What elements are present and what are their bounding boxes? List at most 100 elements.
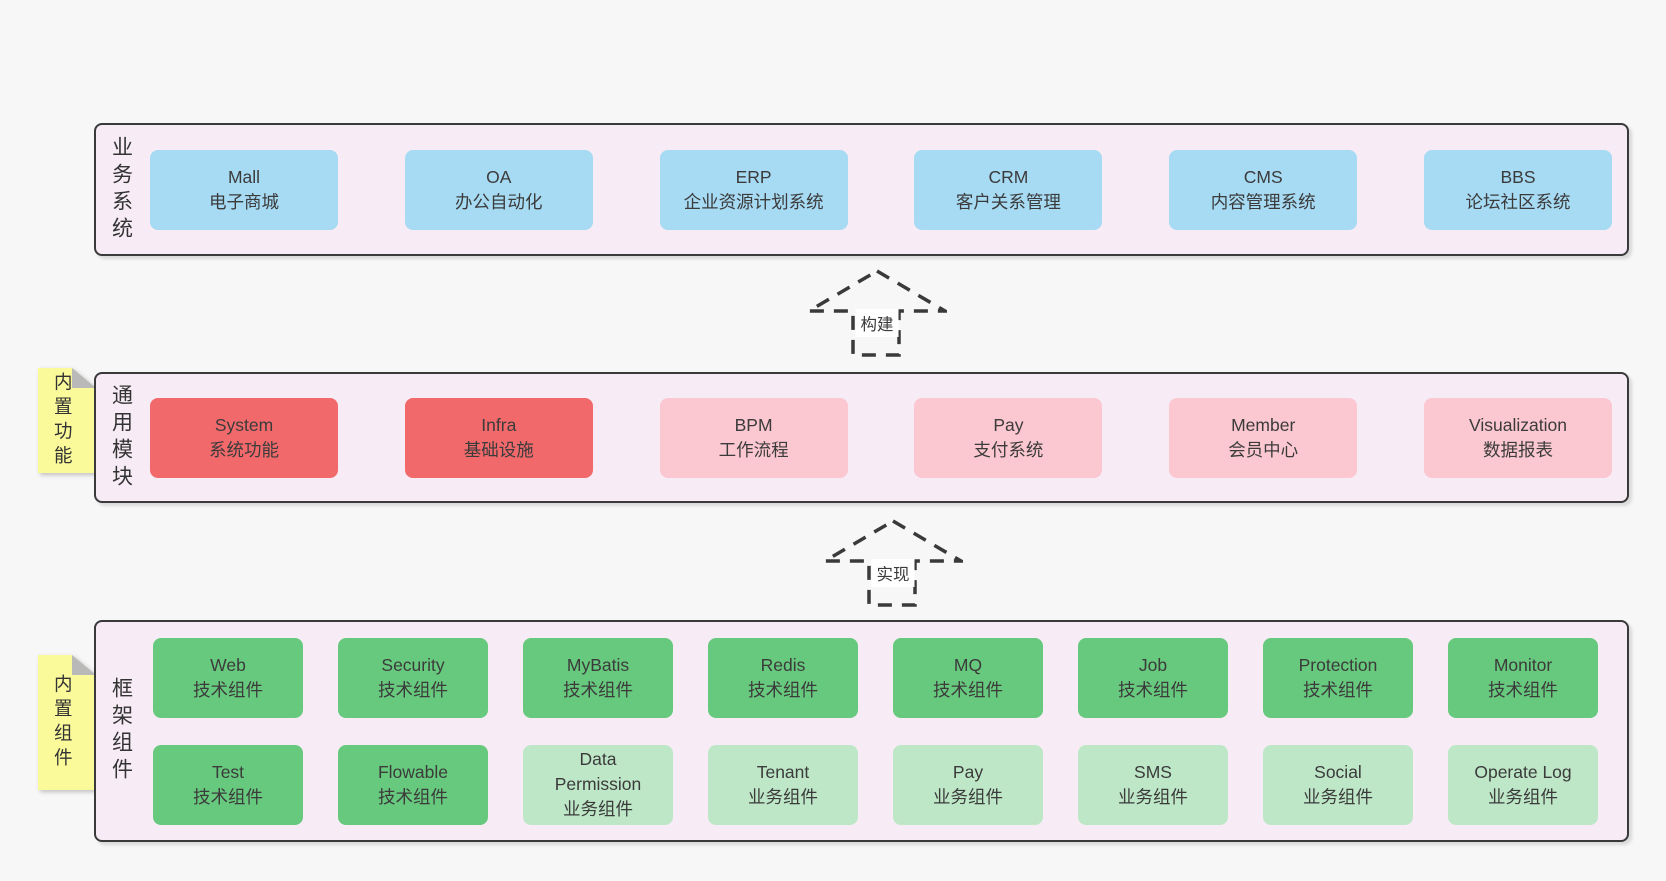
box-data-permission-desc: 业务组件 [563, 798, 633, 819]
box-oa-desc: 办公自动化 [455, 191, 543, 212]
band-modules-content: System 系统功能 Infra 基础设施 BPM 工作流程 Pay 支付系统… [146, 374, 1627, 501]
box-web: Web 技术组件 [153, 637, 303, 718]
box-flowable-name: Flowable [377, 761, 449, 782]
box-crm-name: CRM [988, 166, 1029, 187]
box-flowable: Flowable 技术组件 [338, 744, 488, 825]
box-security-name: Security [381, 654, 445, 675]
band-modules-label-text: 通用模块 [109, 383, 133, 492]
box-mall: Mall 电子商城 [150, 149, 338, 230]
box-visualization: Visualization 数据报表 [1423, 397, 1612, 478]
band-business-systems: 业务系统 Mall 电子商城 OA 办公自动化 ERP 企业资源计划系统 CRM… [94, 123, 1629, 256]
box-mq: MQ 技术组件 [893, 637, 1043, 718]
box-monitor-desc: 技术组件 [1488, 679, 1558, 700]
box-protection: Protection 技术组件 [1263, 637, 1413, 718]
box-tenant-name: Tenant [756, 761, 810, 782]
box-sms: SMS 业务组件 [1078, 744, 1228, 825]
box-flowable-desc: 技术组件 [378, 786, 448, 807]
implement-arrow-label: 实现 [871, 559, 915, 587]
sticky-note-builtin-components-label: 内置组件 [52, 673, 74, 772]
band-components-content: Web 技术组件 Security 技术组件 MyBatis 技术组件 Redi… [146, 622, 1627, 840]
box-monitor: Monitor 技术组件 [1448, 637, 1598, 718]
box-bbs-desc: 论坛社区系统 [1465, 191, 1571, 212]
box-sms-desc: 业务组件 [1118, 786, 1188, 807]
box-visualization-name: Visualization [1469, 414, 1567, 435]
box-web-name: Web [210, 654, 246, 675]
sticky-note-builtin-components: 内置组件 [38, 655, 96, 790]
box-web-desc: 技术组件 [193, 679, 263, 700]
box-redis-name: Redis [760, 654, 806, 675]
box-mall-desc: 电子商城 [209, 191, 279, 212]
box-system-name: System [214, 414, 274, 435]
box-social-desc: 业务组件 [1303, 786, 1373, 807]
build-arrow-label: 构建 [855, 309, 899, 337]
box-operate-log-name: Operate Log [1474, 761, 1572, 782]
box-bbs-name: BBS [1500, 166, 1536, 187]
box-operate-log-desc: 业务组件 [1488, 786, 1558, 807]
box-pay-component: Pay 业务组件 [893, 744, 1043, 825]
box-erp-name: ERP [735, 166, 772, 187]
box-test-desc: 技术组件 [193, 786, 263, 807]
box-mybatis: MyBatis 技术组件 [523, 637, 673, 718]
box-pay-component-name: Pay [952, 761, 984, 782]
band-business-content: Mall 电子商城 OA 办公自动化 ERP 企业资源计划系统 CRM 客户关系… [146, 125, 1627, 254]
box-infra: Infra 基础设施 [404, 397, 593, 478]
box-mq-desc: 技术组件 [933, 679, 1003, 700]
box-security: Security 技术组件 [338, 637, 488, 718]
box-bpm-desc: 工作流程 [718, 439, 789, 460]
band-components-label-text: 框架组件 [109, 677, 133, 785]
box-test-name: Test [211, 761, 245, 782]
box-infra-name: Infra [481, 414, 517, 435]
up-block-arrow-icon [818, 518, 968, 607]
box-mq-name: MQ [953, 654, 983, 675]
box-bpm-name: BPM [734, 414, 773, 435]
box-bbs: BBS 论坛社区系统 [1423, 149, 1612, 230]
box-mybatis-name: MyBatis [566, 654, 630, 675]
box-redis: Redis 技术组件 [708, 637, 858, 718]
box-data-permission: Data Permission 业务组件 [523, 744, 673, 825]
sticky-note-label-wrap: 内置组件 [38, 655, 96, 790]
sticky-note-builtin-features-label: 内置功能 [52, 371, 74, 470]
box-mall-name: Mall [227, 166, 261, 187]
box-member: Member 会员中心 [1169, 397, 1358, 478]
box-monitor-name: Monitor [1493, 654, 1553, 675]
box-erp: ERP 企业资源计划系统 [659, 149, 848, 230]
box-social-name: Social [1314, 761, 1362, 782]
box-redis-desc: 技术组件 [748, 679, 818, 700]
box-social: Social 业务组件 [1263, 744, 1413, 825]
box-visualization-desc: 数据报表 [1482, 439, 1553, 460]
box-protection-desc: 技术组件 [1303, 679, 1373, 700]
up-block-arrow-icon [802, 268, 952, 357]
band-common-modules: 通用模块 System 系统功能 Infra 基础设施 BPM 工作流程 Pay… [94, 372, 1629, 503]
build-arrow: 构建 [802, 268, 952, 357]
band-components-label: 框架组件 [96, 622, 146, 840]
box-system-desc: 系统功能 [209, 439, 279, 460]
box-system: System 系统功能 [150, 397, 338, 478]
box-protection-name: Protection [1298, 654, 1378, 675]
box-security-desc: 技术组件 [378, 679, 448, 700]
box-member-desc: 会员中心 [1228, 439, 1299, 460]
box-cms-name: CMS [1243, 166, 1283, 187]
box-pay-module-desc: 支付系统 [973, 439, 1044, 460]
box-sms-name: SMS [1134, 761, 1172, 782]
box-job: Job 技术组件 [1078, 637, 1228, 718]
box-oa-name: OA [486, 166, 512, 187]
box-data-permission-name: Data Permission [550, 747, 646, 797]
band-business-label: 业务系统 [96, 125, 146, 254]
box-member-name: Member [1231, 414, 1296, 435]
box-tenant: Tenant 业务组件 [708, 744, 858, 825]
box-bpm: BPM 工作流程 [659, 397, 848, 478]
box-job-name: Job [1138, 654, 1168, 675]
box-crm-desc: 客户关系管理 [955, 191, 1061, 212]
band-business-label-text: 业务系统 [109, 135, 133, 244]
box-job-desc: 技术组件 [1118, 679, 1188, 700]
box-tenant-desc: 业务组件 [748, 786, 818, 807]
box-pay-component-desc: 业务组件 [933, 786, 1003, 807]
box-oa: OA 办公自动化 [404, 149, 593, 230]
components-row-1: Web 技术组件 Security 技术组件 MyBatis 技术组件 Redi… [153, 637, 1598, 718]
box-crm: CRM 客户关系管理 [914, 149, 1103, 230]
sticky-note-builtin-features: 内置功能 [38, 368, 96, 473]
components-row-2: Test 技术组件 Flowable 技术组件 Data Permission … [153, 744, 1598, 825]
sticky-note-label-wrap: 内置功能 [38, 368, 96, 473]
box-cms-desc: 内容管理系统 [1210, 191, 1316, 212]
